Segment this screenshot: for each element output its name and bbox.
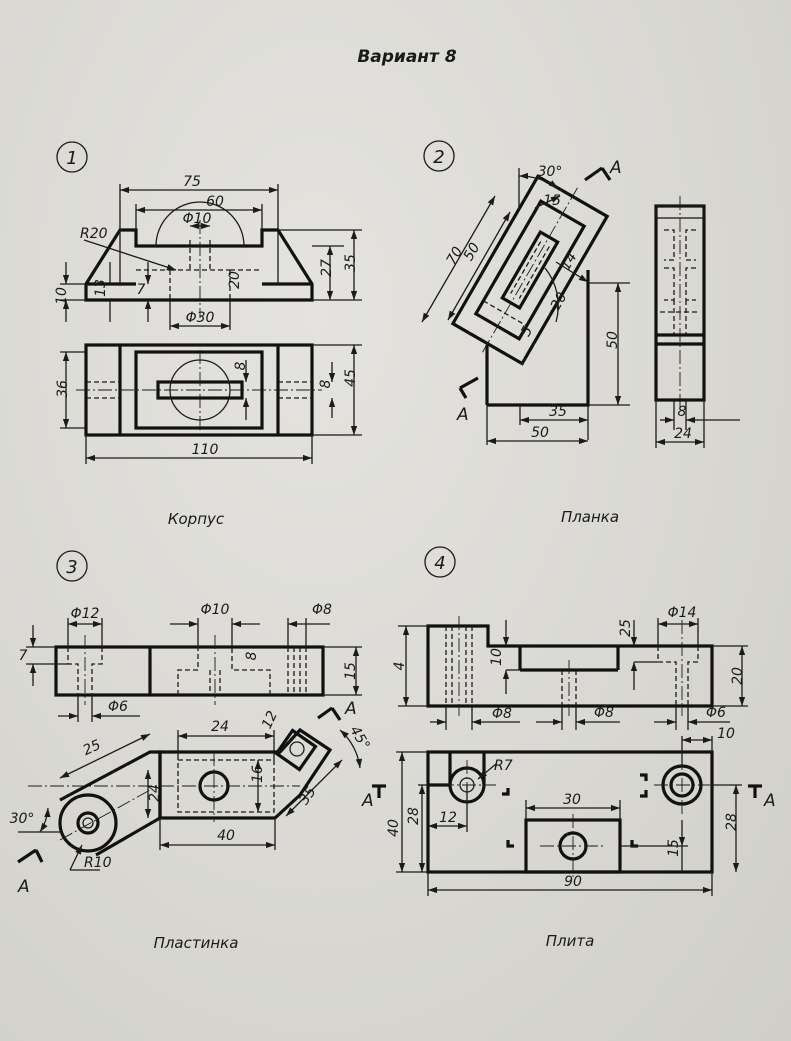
dim-4-r7: R7 xyxy=(494,758,513,774)
part-4-section-a-left: A xyxy=(361,791,374,811)
part-4: 4 4 Φ14 25 xyxy=(361,546,776,950)
dim-2-8: 8 xyxy=(678,404,687,420)
dim-2-20: 20 xyxy=(548,290,571,314)
dim-4-20: 20 xyxy=(730,667,746,685)
dim-4-25: 4 xyxy=(392,662,408,671)
dim-3-d10: Φ10 xyxy=(201,602,230,618)
part-2-side-view xyxy=(654,196,706,412)
dim-1-110: 110 xyxy=(192,442,219,458)
dim-2-35: 35 xyxy=(549,404,567,420)
dim-3-45deg: 45° xyxy=(346,723,372,753)
dim-4-d8a: Φ8 xyxy=(492,706,512,722)
dim-3-15: 15 xyxy=(343,662,359,680)
dim-3-12: 12 xyxy=(259,708,281,731)
dim-1-75: 75 xyxy=(183,174,201,190)
dim-1-r20: R20 xyxy=(80,226,108,242)
dim-1-d30: Φ30 xyxy=(186,310,215,326)
part-2-name: Планка xyxy=(561,508,619,526)
dim-4-90: 90 xyxy=(564,874,582,890)
dim-1-27: 27 xyxy=(319,259,335,277)
dim-4-12: 12 xyxy=(439,810,457,826)
part-1-top-view xyxy=(76,343,322,437)
dim-4-15: 15 xyxy=(666,839,682,857)
dim-2-15: 15 xyxy=(543,193,561,209)
part-2-number: 2 xyxy=(433,147,444,168)
dim-2-50a: 50 xyxy=(461,240,484,264)
dim-3-d8: Φ8 xyxy=(312,602,332,618)
dim-1-35: 35 xyxy=(343,254,359,272)
dim-1-13: 13 xyxy=(93,279,109,297)
part-2: 2 A A 30° 15 xyxy=(421,140,740,526)
part-2-section-a-top: A xyxy=(609,158,622,178)
dim-1-20: 20 xyxy=(227,271,243,289)
dim-4-28b: 28 xyxy=(724,813,740,831)
part-4-front-view xyxy=(426,616,714,716)
dim-1-d10: Φ10 xyxy=(183,211,212,227)
dim-3-24b: 24 xyxy=(147,784,163,802)
sheet-title: Вариант 8 xyxy=(357,47,456,67)
dim-2-50c: 50 xyxy=(531,425,549,441)
dim-4-28a: 28 xyxy=(406,807,422,825)
part-3-section-a-bottom: A xyxy=(17,877,30,897)
part-1-number: 1 xyxy=(66,148,77,169)
dim-2-50b: 50 xyxy=(605,331,621,349)
dim-4-d14: Φ14 xyxy=(668,605,697,621)
part-3: 3 Φ12 Φ10 Φ8 xyxy=(10,550,373,952)
part-3-front-view xyxy=(54,635,325,705)
part-2-front-view xyxy=(450,174,610,445)
part-2-number-circle xyxy=(423,140,455,172)
dim-4-40: 40 xyxy=(386,819,402,837)
part-4-number: 4 xyxy=(434,553,445,574)
dim-3-25: 25 xyxy=(81,737,104,759)
dim-4-d6: Φ6 xyxy=(706,705,726,721)
dim-4-30: 30 xyxy=(563,792,581,808)
dim-3-40: 40 xyxy=(217,828,235,844)
dim-2-30deg: 30° xyxy=(538,164,563,180)
dim-3-d12: Φ12 xyxy=(71,606,100,622)
dim-1-8b: 8 xyxy=(318,379,334,388)
dim-4-10b: 10 xyxy=(717,726,735,742)
dim-3-d6: Φ6 xyxy=(108,699,128,715)
part-3-number: 3 xyxy=(66,557,77,578)
dim-1-10: 10 xyxy=(54,287,70,305)
dim-3-35: 35 xyxy=(296,784,319,808)
dim-1-8a: 8 xyxy=(233,361,249,370)
dim-1-36: 36 xyxy=(55,380,71,398)
dim-1-60: 60 xyxy=(206,194,224,210)
part-3-top-view xyxy=(28,727,333,857)
dim-1-45: 45 xyxy=(343,369,359,387)
dim-3-r10: R10 xyxy=(84,855,112,871)
dim-3-16: 16 xyxy=(250,765,266,783)
dim-3-24a: 24 xyxy=(211,719,229,735)
part-4-number-circle xyxy=(424,546,456,578)
dim-4-10a: 10 xyxy=(489,648,505,666)
part-1-number-circle xyxy=(56,141,88,173)
part-3-number-circle xyxy=(56,550,88,582)
dim-2-24: 24 xyxy=(674,426,692,442)
part-2-section-a-bottom: A xyxy=(456,405,469,425)
dim-3-7: 7 xyxy=(19,648,28,664)
dim-3-30deg: 30° xyxy=(10,811,35,827)
dim-4-d8b: Φ8 xyxy=(594,705,614,721)
dim-1-7: 7 xyxy=(137,282,146,298)
part-4-section-a-right: A xyxy=(763,791,776,811)
part-4-top-view xyxy=(426,750,714,878)
part-4-name: Плита xyxy=(546,932,595,950)
part-1: 1 75 60 Φ10 R20 xyxy=(54,141,362,528)
dim-4-4: 25 xyxy=(618,619,634,637)
dim-3-8: 8 xyxy=(244,651,260,660)
part-3-section-a-top: A xyxy=(344,699,357,719)
part-3-name: Пластинка xyxy=(154,934,239,952)
part-1-name: Корпус xyxy=(168,510,225,528)
